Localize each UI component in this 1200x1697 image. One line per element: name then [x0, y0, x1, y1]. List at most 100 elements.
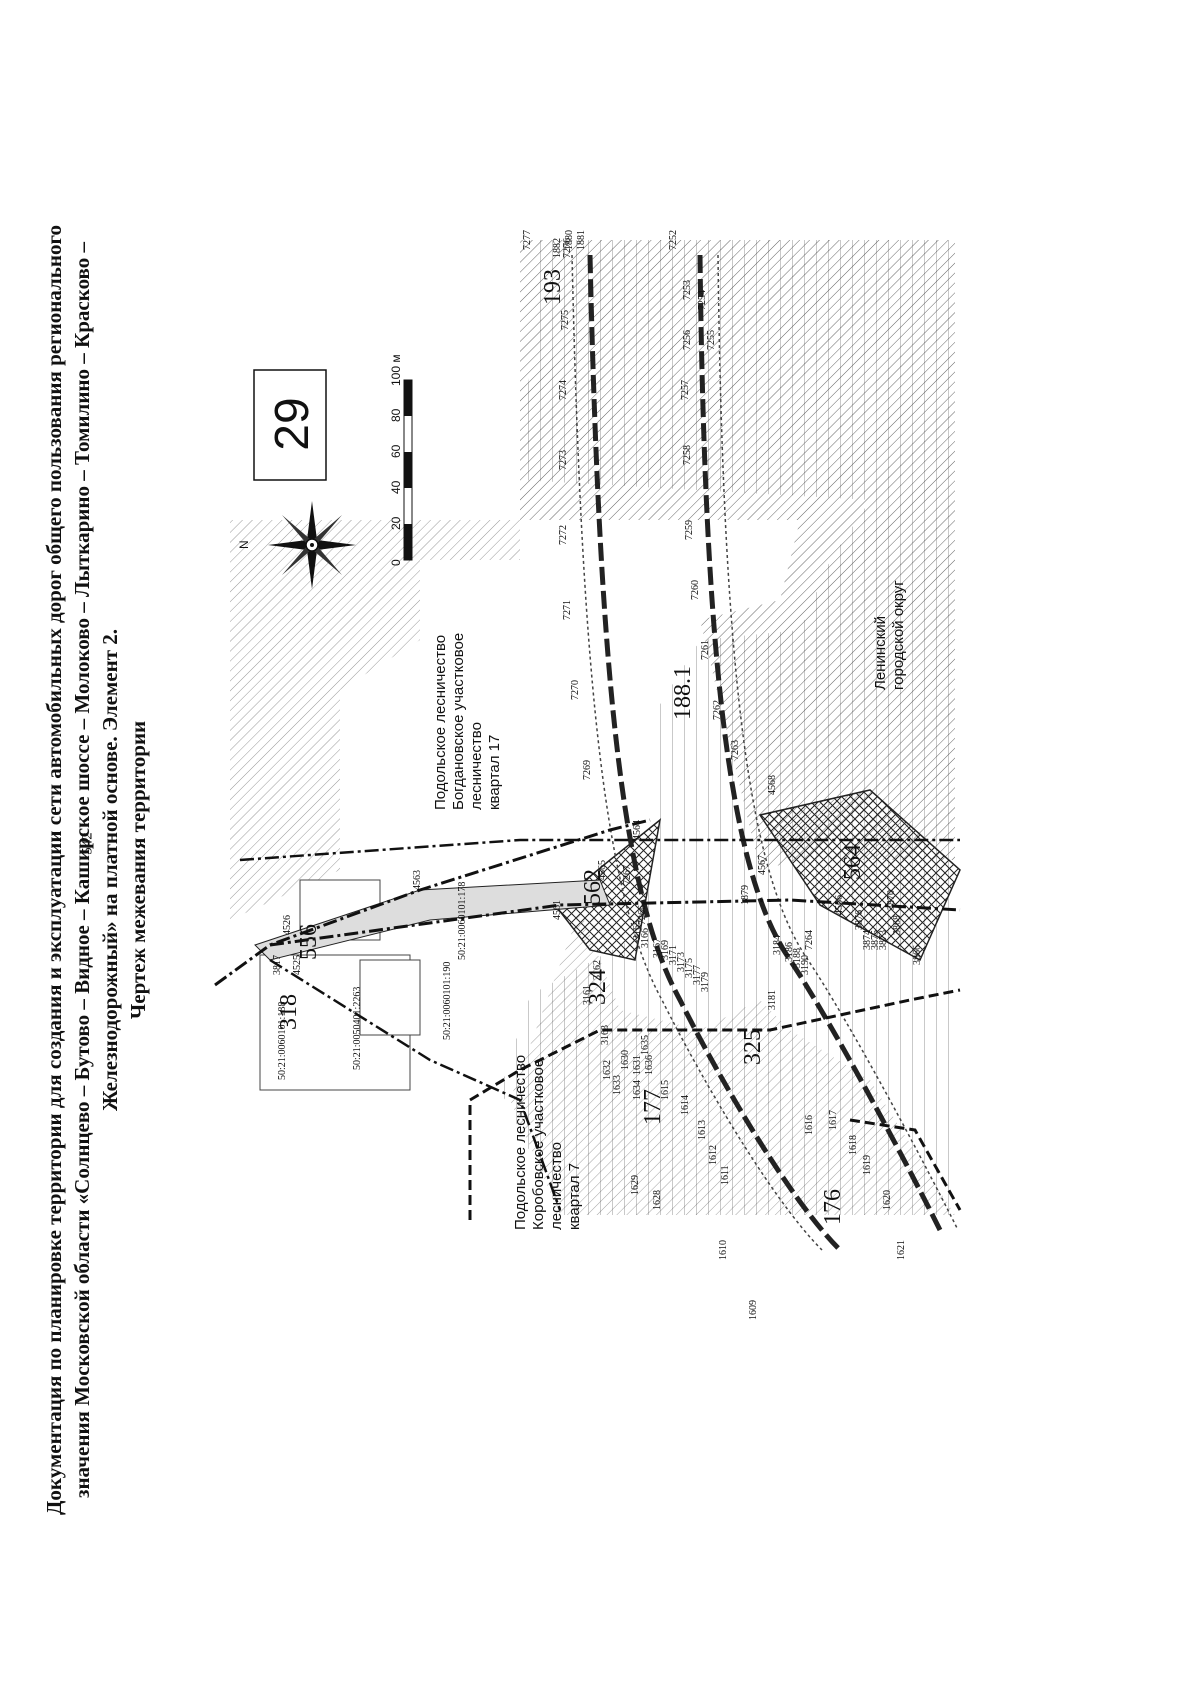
- point-label: 1612: [708, 1145, 719, 1165]
- point-label: 7256: [682, 330, 693, 350]
- scale-tick-0: 0: [389, 559, 403, 566]
- point-label: 3868: [892, 915, 903, 935]
- road-bottom-edge: [717, 254, 959, 1231]
- point-label: 3181: [767, 990, 778, 1010]
- point-label: 7262: [712, 700, 723, 720]
- forest-bogdanovskoe-line-1: Богдановское участковое: [450, 633, 467, 810]
- parcel-number: 188.1: [670, 666, 696, 720]
- forest-hatch-area-west: [230, 520, 520, 920]
- point-label: 7252: [668, 230, 679, 250]
- point-label: 1609: [748, 1300, 759, 1320]
- point-label: 1615: [660, 1080, 671, 1100]
- point-label: 3175: [684, 958, 695, 978]
- point-label: 7257: [680, 380, 691, 400]
- point-label: 3874: [862, 930, 873, 950]
- point-label: 3169: [660, 940, 671, 960]
- point-label: 3184: [772, 935, 783, 955]
- district-line-0: Ленинский: [872, 616, 889, 690]
- sheet-number: 29: [266, 397, 319, 450]
- point-label: 1613: [697, 1120, 708, 1140]
- parcel-number: 193: [540, 269, 566, 305]
- point-label: 7269: [582, 760, 593, 780]
- scale-bar: [403, 379, 413, 561]
- point-label: 3171: [668, 945, 679, 965]
- built-area-block-3: [359, 959, 421, 1036]
- point-label: 7272: [558, 525, 569, 545]
- point-label: 4567: [757, 855, 768, 875]
- district-line-1: городской округ: [890, 580, 907, 690]
- point-label: 3177: [692, 965, 703, 985]
- parcel-number: 562: [580, 869, 606, 905]
- point-label: 3870: [886, 890, 897, 910]
- point-label: 7274: [558, 380, 569, 400]
- point-label: 4525: [292, 955, 303, 975]
- point-label: 7276: [562, 238, 573, 258]
- point-label: 7253: [682, 280, 693, 300]
- parcel-number: 324: [585, 969, 611, 1005]
- point-label: 7277: [522, 230, 533, 250]
- point-label: 1616: [804, 1115, 815, 1135]
- point-label: 4563: [412, 870, 423, 890]
- point-label: 7275: [560, 310, 571, 330]
- point-label: 1619: [862, 1155, 873, 1175]
- point-label: 7260: [690, 580, 701, 600]
- point-label: 4565: [597, 860, 608, 880]
- point-label: 1634: [632, 1080, 643, 1100]
- point-label: 7267: [622, 865, 633, 885]
- point-label: 4526: [282, 915, 293, 935]
- scale-tick-5: 100 м: [389, 354, 403, 386]
- compass-rose-icon: [268, 501, 356, 589]
- road-bottom: [697, 254, 943, 1232]
- parcel-number: 325: [740, 1029, 766, 1065]
- forest-korobovskoe-line-1: Коробовское участковое: [530, 1059, 547, 1230]
- point-label: 7258: [682, 445, 693, 465]
- point-label: 1881: [576, 230, 587, 250]
- cadastral-number: 50:21:0050401:2263: [352, 987, 363, 1070]
- point-label: 7273: [558, 450, 569, 470]
- point-label: 1628: [652, 1190, 663, 1210]
- point-label: 1620: [882, 1190, 893, 1210]
- point-label: 7254: [697, 290, 708, 310]
- point-label: 3866: [912, 945, 923, 965]
- point-label: 1635: [640, 1035, 651, 1055]
- point-label: 3873: [878, 930, 889, 950]
- point-label: 1636: [644, 1055, 655, 1075]
- point-label: 1610: [718, 1240, 729, 1260]
- point-label: 3165: [632, 920, 643, 940]
- point-label: 3179: [700, 972, 711, 992]
- forest-hatch-area-south: [510, 910, 955, 1215]
- sheet-number-box: [253, 369, 327, 481]
- point-label: 3173: [676, 952, 687, 972]
- parcel-number: 177: [640, 1089, 666, 1125]
- scale-tick-2: 40: [389, 480, 403, 494]
- point-labels: 7276727572747273727272717270726945647253…: [272, 230, 923, 1320]
- point-label: 1879: [740, 885, 751, 905]
- boundary-line-a: [214, 818, 651, 987]
- point-label: 4564: [632, 820, 643, 840]
- point-label: 1618: [848, 1135, 859, 1155]
- boundary-line-f: [239, 838, 960, 862]
- road-top-edge: [571, 254, 823, 1251]
- road-top: [587, 254, 842, 1252]
- boundary-line-d: [468, 988, 961, 1220]
- point-label: 1880: [564, 230, 575, 250]
- point-label: 4561: [552, 900, 563, 920]
- point-label: 1633: [612, 1075, 623, 1095]
- point-label: 7270: [570, 680, 581, 700]
- point-label: 1631: [632, 1055, 643, 1075]
- forest-bogdanovskoe-line-2: лесничество: [468, 722, 485, 810]
- point-label: 1621: [896, 1240, 907, 1260]
- point-label: 1630: [620, 1050, 631, 1070]
- point-label: 3162: [592, 960, 603, 980]
- parcel-number: 318: [276, 994, 302, 1030]
- scale-tick-4: 80: [389, 408, 403, 422]
- forest-bogdanovskoe-line-0: Подольское лесничество: [432, 635, 449, 810]
- parcel-number: 564: [840, 844, 866, 880]
- point-label: 3876: [854, 910, 865, 930]
- point-label: 3190: [800, 955, 811, 975]
- point-label: 1611: [720, 1165, 731, 1185]
- parcel-564-shape: [758, 789, 961, 962]
